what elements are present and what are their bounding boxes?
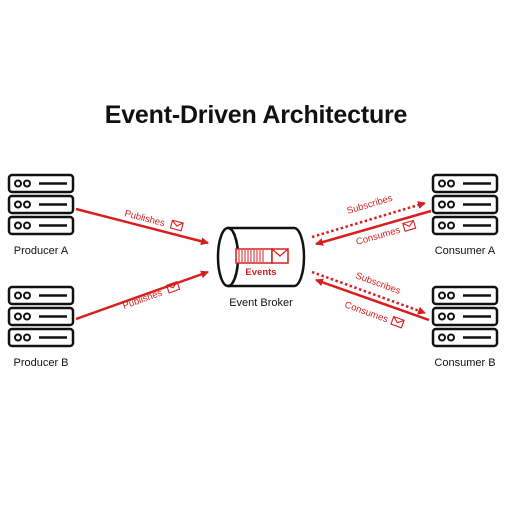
edge-publishes-b: Publishes — [75, 270, 209, 321]
edge-label-consumes-a: Consumes — [355, 225, 402, 248]
producer-a-node: Producer A — [7, 173, 75, 257]
broker-inner-label: Events — [245, 267, 276, 278]
server-stack-icon — [7, 173, 75, 236]
producer-b-label: Producer B — [13, 357, 68, 369]
broker-cylinder-icon: Events — [216, 226, 306, 288]
edge-label-subscribes-b: Subscribes — [354, 270, 402, 296]
producer-b-node: Producer B — [7, 285, 75, 369]
consumer-b-label: Consumer B — [434, 357, 495, 369]
diagram-title: Event-Driven Architecture — [104, 101, 408, 129]
producer-a-label: Producer A — [14, 245, 69, 257]
envelope-icon — [390, 316, 405, 329]
envelope-icon — [169, 219, 184, 232]
event-broker-label: Event Broker — [229, 297, 293, 309]
edge-publishes-a: Publishes — [75, 207, 209, 246]
edge-consumes-b: Consumes — [315, 278, 430, 329]
edge-label-publishes-b: Publishes — [121, 288, 164, 312]
consumer-a-node: Consumer A — [431, 173, 499, 257]
server-stack-icon — [431, 173, 499, 236]
consumer-a-label: Consumer A — [435, 245, 496, 257]
server-stack-icon — [431, 285, 499, 348]
event-queue-icon — [235, 248, 289, 264]
edge-consumes-a: Consumes — [315, 209, 432, 248]
edge-label-subscribes-a: Subscribes — [346, 193, 394, 217]
envelope-icon — [402, 219, 417, 232]
event-broker-node: Events Event Broker — [216, 226, 306, 309]
consumer-b-node: Consumer B — [431, 285, 499, 369]
server-stack-icon — [7, 285, 75, 348]
